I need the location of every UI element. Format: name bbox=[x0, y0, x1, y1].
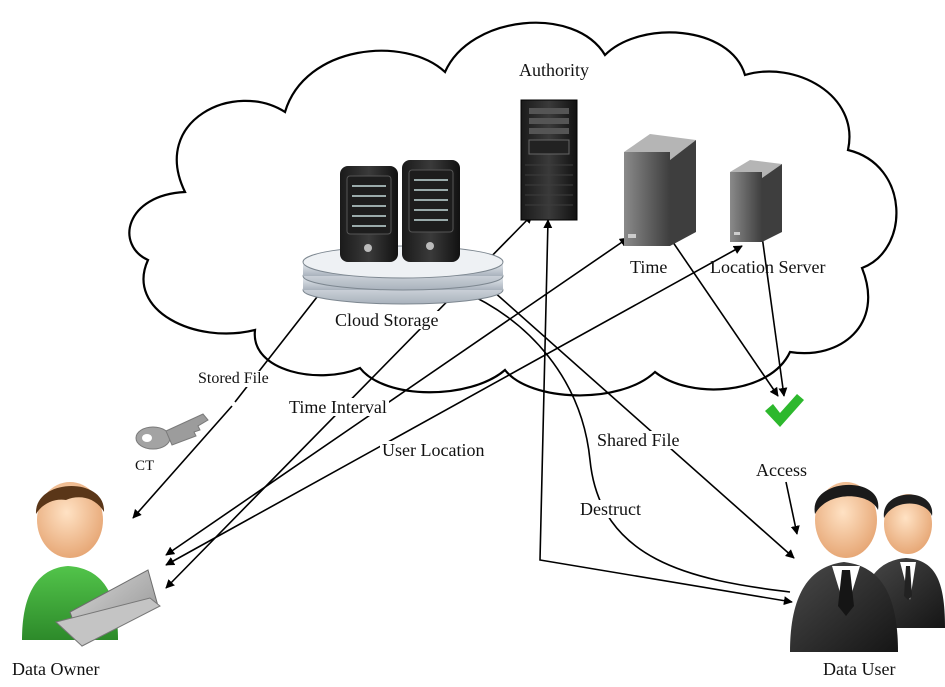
label-time: Time bbox=[630, 257, 668, 277]
label-user-location: User Location bbox=[380, 440, 487, 460]
arrow-access-user bbox=[785, 481, 800, 535]
label-shared-file: Shared File bbox=[595, 430, 682, 450]
label-access: Access bbox=[754, 460, 809, 480]
cloud-storage-icon bbox=[302, 160, 504, 305]
arrow-time-access bbox=[665, 231, 779, 397]
label-stored-file: Stored File bbox=[196, 370, 271, 387]
arrow-authority-user bbox=[539, 219, 793, 606]
arrow-location-access bbox=[761, 235, 788, 397]
data-user-icon bbox=[790, 482, 945, 652]
label-authority: Authority bbox=[517, 60, 591, 80]
authority-server-icon bbox=[520, 99, 578, 221]
key-icon bbox=[135, 413, 209, 450]
location-server-icon bbox=[730, 160, 782, 242]
time-server-icon bbox=[624, 134, 696, 246]
label-ct: CT bbox=[135, 458, 155, 474]
label-time-interval: Time Interval bbox=[287, 397, 389, 417]
checkmark-icon bbox=[765, 394, 804, 427]
arrow-shared-file bbox=[483, 282, 795, 559]
label-destruct: Destruct bbox=[578, 499, 643, 519]
data-owner-icon bbox=[22, 482, 161, 647]
label-data-owner: Data Owner bbox=[12, 659, 100, 679]
label-data-user: Data User bbox=[823, 659, 896, 679]
label-location-server: Location Server bbox=[710, 257, 826, 277]
label-cloud-storage: Cloud Storage bbox=[333, 310, 441, 330]
arrow-destruct bbox=[459, 289, 791, 593]
